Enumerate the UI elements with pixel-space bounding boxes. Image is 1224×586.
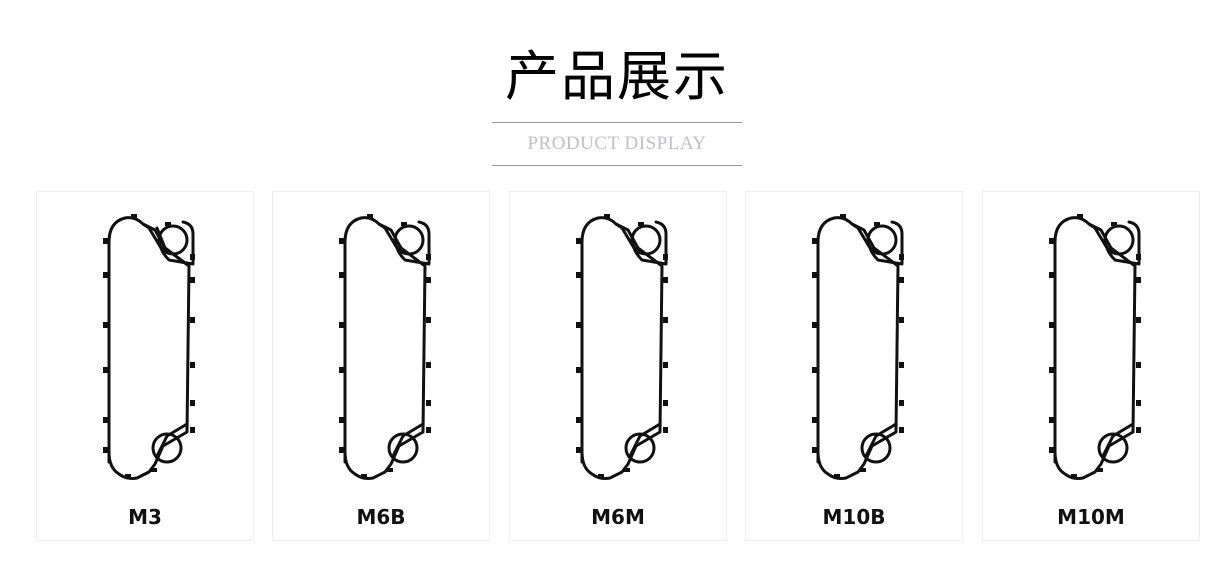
product-name[interactable]: M3 [128, 505, 162, 529]
product-card[interactable]: M3 [36, 191, 254, 541]
gasket-plate-icon[interactable] [333, 202, 433, 482]
section-title: 产品展示 [505, 45, 729, 108]
product-grid: M3 [36, 191, 1200, 541]
gasket-plate-icon[interactable] [806, 202, 906, 482]
gasket-plate-icon[interactable] [570, 202, 670, 482]
product-name[interactable]: M6M [591, 505, 645, 529]
product-card[interactable]: M10B [745, 191, 963, 541]
gasket-plate-icon [103, 214, 195, 480]
gasket-plate-icon [576, 214, 668, 480]
product-card[interactable]: M6B [272, 191, 490, 541]
product-card[interactable]: M10M [982, 191, 1200, 541]
gasket-plate-icon[interactable] [97, 202, 197, 482]
gasket-plate-icon [339, 214, 431, 480]
product-name[interactable]: M10B [822, 505, 886, 529]
product-card[interactable]: M6M [509, 191, 727, 541]
product-name[interactable]: M6B [356, 505, 406, 529]
gasket-plate-icon [1049, 214, 1141, 480]
section-subtitle: PRODUCT DISPLAY [527, 133, 707, 154]
gasket-plate-icon[interactable] [1043, 202, 1143, 482]
title-divider-top [492, 122, 742, 123]
product-name[interactable]: M10M [1057, 505, 1125, 529]
title-divider-bottom [492, 165, 742, 166]
gasket-plate-icon [812, 214, 904, 480]
